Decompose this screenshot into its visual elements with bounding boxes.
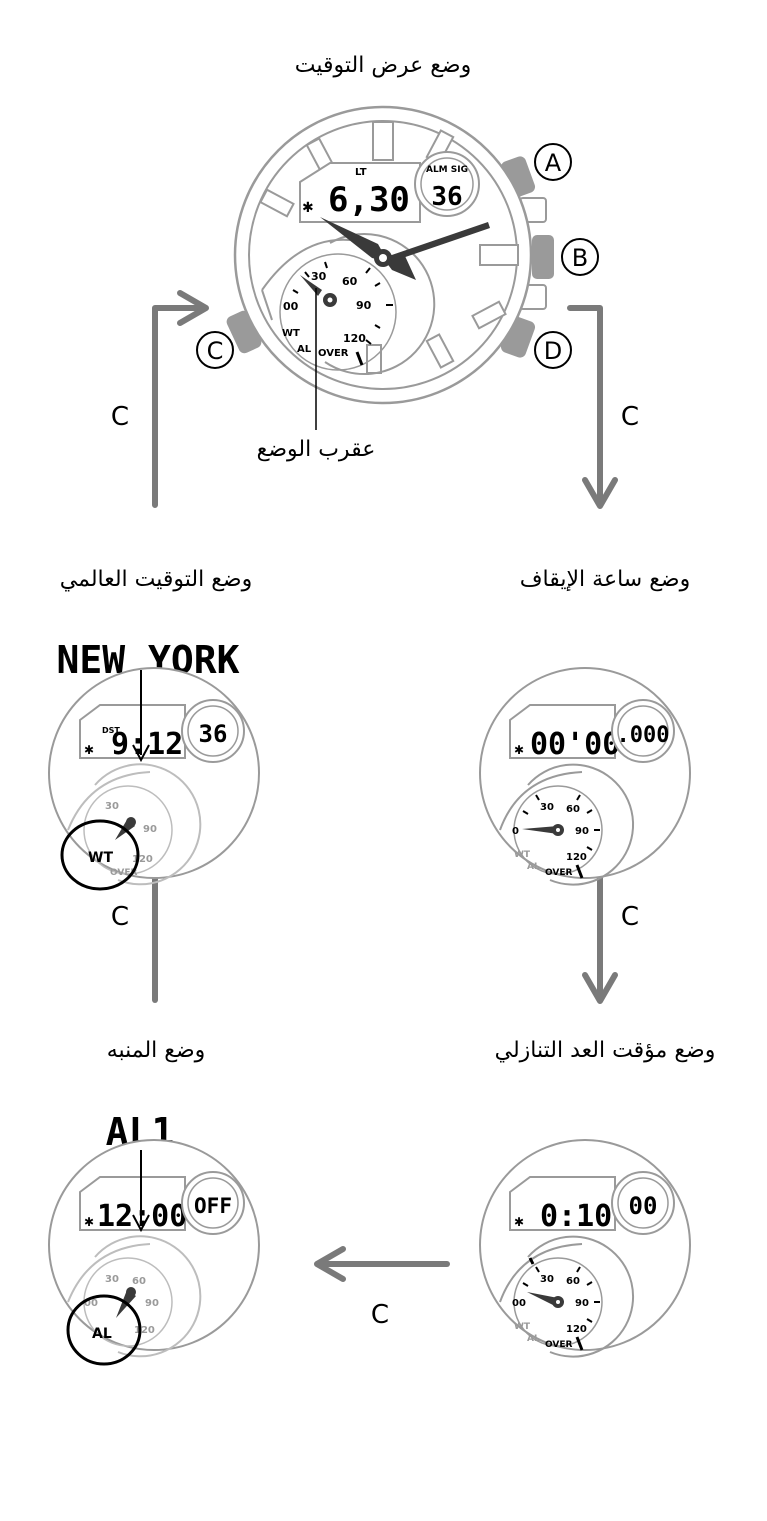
- alarm-status-readout: OFF: [194, 1194, 232, 1218]
- worldtime-callout-ring: [60, 819, 140, 891]
- countdown-dial-over: OVER: [545, 1340, 573, 1350]
- stopwatch-sub-readout: .000: [617, 723, 670, 748]
- button-d-label-group: D: [534, 331, 572, 369]
- alarm-callout-ring: [66, 1294, 142, 1366]
- dial-label-wt: WT: [282, 328, 300, 339]
- alarm-dial-60: 60: [132, 1276, 146, 1287]
- worldtime-mode-title: وضع التوقيت العالمي: [60, 567, 252, 592]
- worldtime-time-readout: 9:12: [111, 727, 183, 762]
- alarm-dial-00: 00: [84, 1298, 98, 1309]
- stopwatch-dial-90: 90: [575, 826, 589, 837]
- dial-label-over: OVER: [318, 348, 349, 359]
- bluetooth-icon: ✱: [302, 200, 314, 216]
- stopwatch-dial-120: 120: [566, 852, 587, 863]
- stopwatch-watch: ✱ 00'00 .000 0 30 60 90 120 WT AL OVER: [479, 667, 691, 886]
- dial-label-60: 60: [342, 275, 358, 288]
- button-b-shape: [532, 235, 554, 279]
- countdown-bluetooth-icon: ✱: [514, 1215, 524, 1229]
- dst-indicator: DST: [102, 726, 120, 735]
- countdown-watch: ✱ 0:10' 00 00 30 60 90 120 WT AL OVER: [479, 1139, 691, 1358]
- main-time-readout: 6,30: [328, 180, 410, 220]
- countdown-dial-00: 00: [512, 1298, 526, 1309]
- worldtime-bluetooth-icon: ✱: [84, 743, 94, 757]
- alarm-dial-30: 30: [105, 1274, 119, 1285]
- stopwatch-dial-al: AL: [527, 862, 540, 872]
- alarm-dial-90: 90: [145, 1298, 159, 1309]
- worldtime-callout-label: WT: [88, 850, 113, 866]
- dial-label-al: AL: [297, 344, 312, 355]
- stopwatch-dial-over: OVER: [545, 868, 573, 878]
- countdown-dial-120: 120: [566, 1324, 587, 1335]
- mode-hand-callout: عقرب الوضع: [257, 437, 376, 462]
- stopwatch-main-readout: 00'00: [530, 727, 620, 762]
- dial-label-00: 00: [283, 300, 299, 313]
- transition-label-worldtime-to-main: C: [111, 402, 129, 432]
- alm-sig-indicator: ALM SIG: [426, 165, 468, 175]
- worldtime-dial-30: 30: [105, 801, 119, 812]
- stopwatch-dial-wt: WT: [514, 850, 531, 860]
- stopwatch-bluetooth-icon: ✱: [514, 743, 524, 757]
- alarm-dial-120: 120: [134, 1325, 155, 1336]
- worldtime-seconds-readout: 36: [199, 720, 228, 748]
- stopwatch-mode-title: وضع ساعة الإيقاف: [520, 567, 690, 592]
- button-b-label-group: B: [561, 238, 599, 276]
- dial-label-120: 120: [343, 332, 366, 345]
- stopwatch-dial-0: 0: [512, 826, 519, 837]
- stopwatch-dial-60: 60: [566, 804, 580, 815]
- button-c-shape: [226, 310, 262, 354]
- button-c-label-group: C: [196, 331, 234, 369]
- button-c-label: C: [207, 337, 224, 365]
- dial-label-90: 90: [356, 299, 372, 312]
- alarm-bluetooth-icon: ✱: [84, 1215, 94, 1229]
- seconds-readout: 36: [431, 182, 462, 212]
- button-b-label: B: [572, 244, 588, 272]
- countdown-sub-readout: 00: [629, 1192, 658, 1220]
- transition-label-main-to-stopwatch: C: [621, 402, 639, 432]
- worldtime-watch: NEW YORK DST ✱ 9:12 36 30 90 120 OVER WT: [48, 638, 260, 891]
- alarm-callout-label: AL: [92, 1326, 112, 1342]
- countdown-dial-wt: WT: [514, 1322, 531, 1332]
- button-a-label: A: [545, 149, 562, 177]
- worldtime-dial-90: 90: [143, 824, 157, 835]
- worldtime-dial-120: 120: [132, 854, 153, 865]
- button-a-label-group: A: [534, 143, 572, 181]
- stopwatch-dial-30: 30: [540, 802, 554, 813]
- transition-label-countdown-to-alarm: C: [371, 1300, 389, 1330]
- countdown-dial-60: 60: [566, 1276, 580, 1287]
- timekeeping-mode-title: وضع عرض التوقيت: [295, 53, 471, 78]
- button-d-label: D: [544, 337, 562, 365]
- main-watch: LT 6,30 ✱ ALM SIG 36 00 30 60 90 120 WT …: [226, 105, 554, 430]
- dial-label-30: 30: [311, 270, 327, 283]
- countdown-dial-30: 30: [540, 1274, 554, 1285]
- transition-label-stopwatch-to-countdown: C: [621, 902, 639, 932]
- countdown-dial-al: AL: [527, 1334, 540, 1344]
- lt-indicator: LT: [355, 167, 367, 178]
- alarm-watch: AL1 ✱ 12:00 OFF 00 30 60 90 120 AL: [48, 1110, 260, 1366]
- transition-label-alarm-to-worldtime: C: [111, 902, 129, 932]
- countdown-dial-90: 90: [575, 1298, 589, 1309]
- countdown-mode-title: وضع مؤقت العد التنازلي: [495, 1038, 716, 1063]
- alarm-mode-title: وضع المنبه: [107, 1038, 206, 1063]
- worldtime-dial-over: OVER: [110, 868, 138, 878]
